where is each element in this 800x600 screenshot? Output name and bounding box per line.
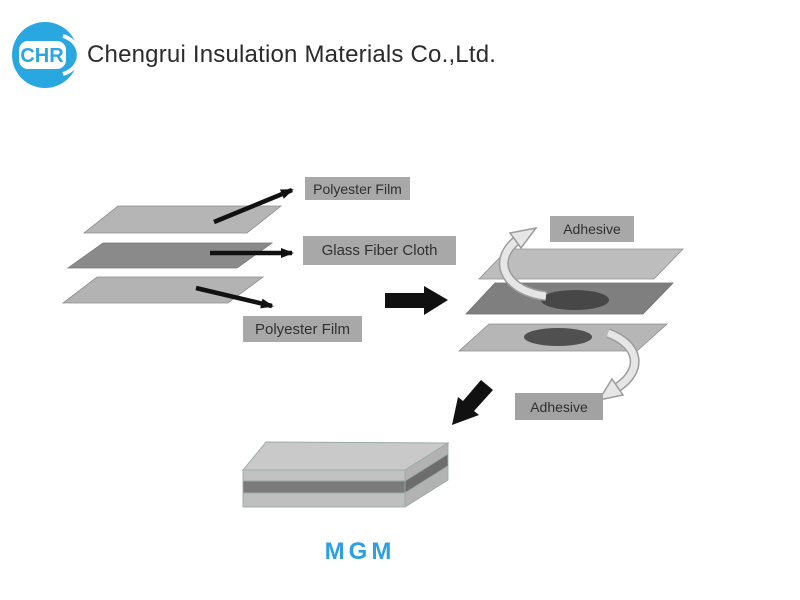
curved-arrow-top-head [508, 226, 538, 250]
label-glass-fiber-cloth: Glass Fiber Cloth [303, 236, 456, 265]
logo-text: CHR [20, 45, 64, 67]
right-stack-top-layer [478, 248, 684, 280]
label-adhesive-bottom: Adhesive [515, 393, 603, 420]
exploded-stack-left [61, 205, 283, 304]
polyester-film-top-layer [82, 205, 283, 234]
process-arrow-right [385, 286, 448, 315]
adhesive-stack-right [457, 248, 684, 352]
product-name-mgm: MGM [324, 538, 396, 565]
logo-inner-plate [19, 41, 66, 69]
pointer-arrow-polyester-bottom [195, 285, 274, 309]
label-polyester-film-bottom: Polyester Film [243, 316, 362, 342]
label-polyester-film-top: Polyester Film [305, 177, 410, 200]
company-logo: CHR [12, 22, 78, 88]
laminated-board [242, 441, 450, 508]
logo-parenthesis [62, 34, 78, 76]
board-front-core-stripe [242, 480, 406, 494]
board-front-top-stripe [242, 469, 406, 482]
board-front-bottom-stripe [242, 492, 406, 508]
board-side-bottom-stripe [404, 465, 449, 508]
curved-arrow-top-body [500, 238, 547, 300]
adhesive-spot-bottom [524, 328, 592, 346]
company-name: Chengrui Insulation Materials Co.,Ltd. [87, 41, 497, 68]
pointer-arrows [195, 187, 294, 309]
curved-arrow-bottom-head [597, 377, 625, 402]
polyester-film-bottom-layer [61, 276, 265, 304]
process-arrow-down-left [452, 380, 493, 425]
page-header: CHR Chengrui Insulation Materials Co.,Lt… [0, 0, 800, 100]
adhesive-spot-middle [541, 290, 609, 310]
curved-arrow-bottom-body [606, 329, 638, 390]
label-adhesive-top: Adhesive [550, 216, 634, 242]
glass-fiber-cloth-layer [66, 242, 274, 269]
curved-arrows [498, 226, 640, 402]
pointer-arrow-polyester-top [213, 187, 294, 225]
